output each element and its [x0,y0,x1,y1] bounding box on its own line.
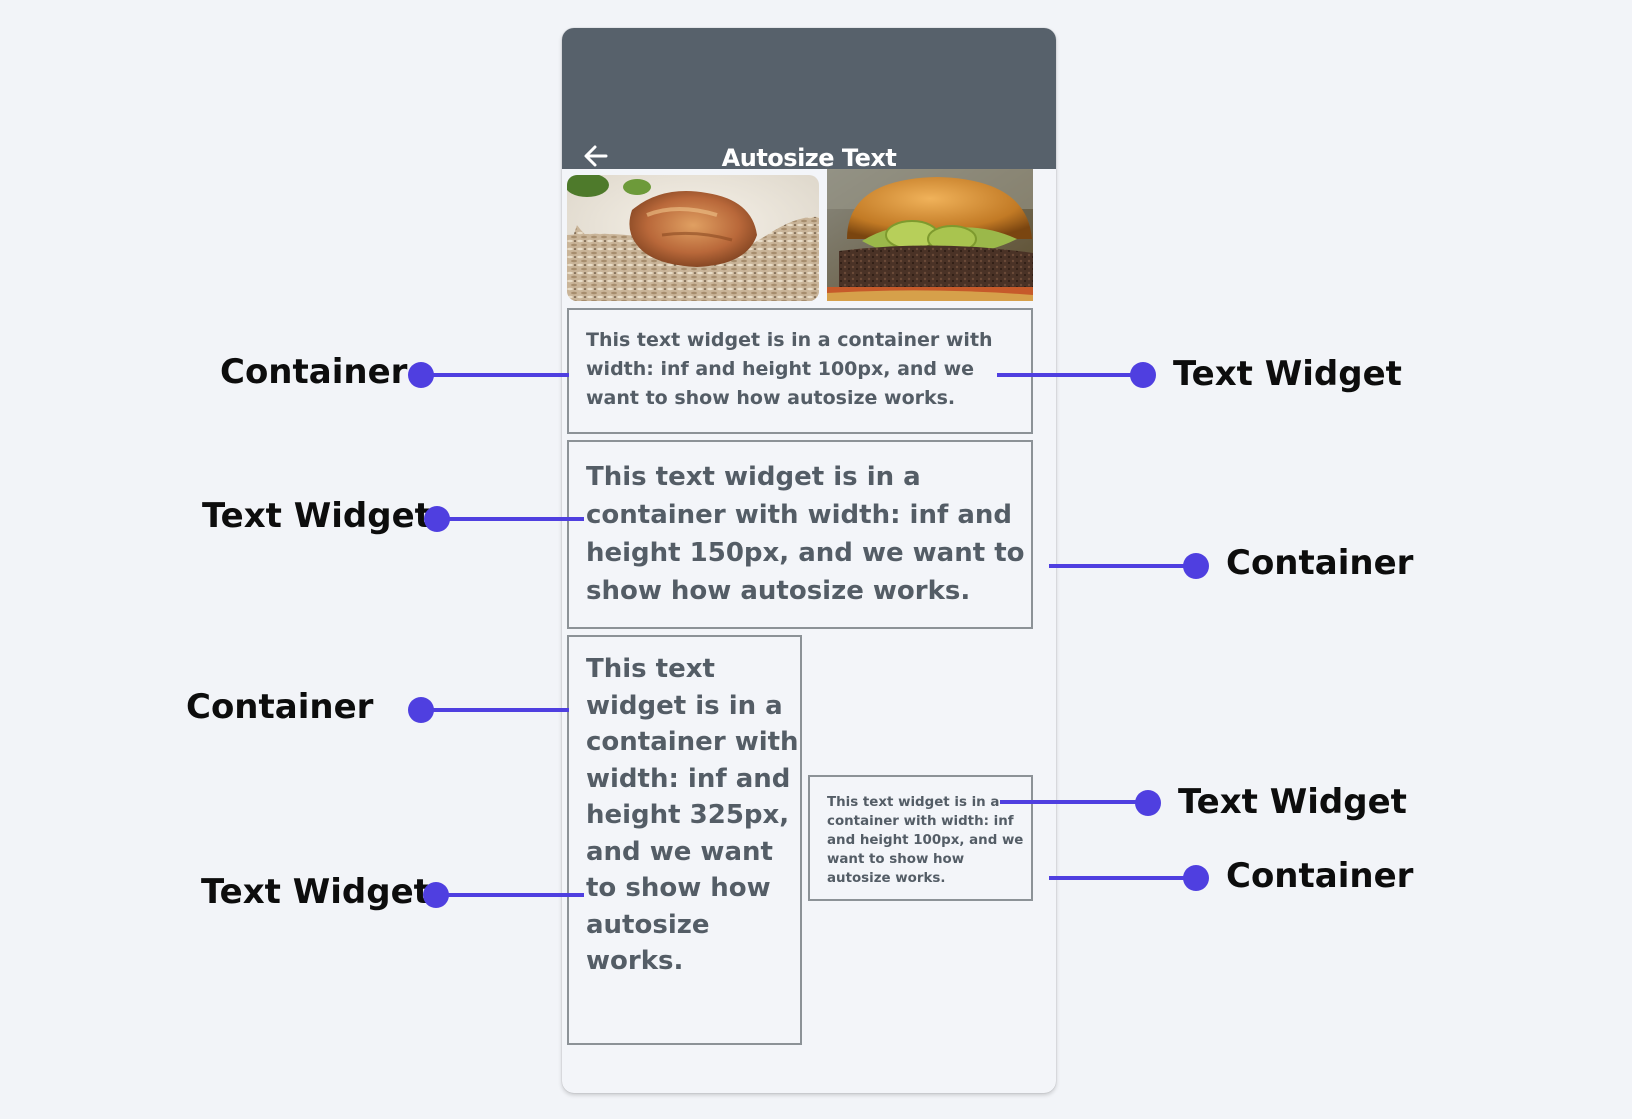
container-100px-small: This text widget is in a container with … [808,775,1033,901]
callout-line [437,517,584,521]
text-widget-1: This text widget is in a container with … [586,329,993,409]
burger-image [827,169,1033,301]
callout-label-text-widget-3: Text Widget [1178,782,1407,822]
phone-frame: Autosize Text [562,28,1056,1093]
callout-label-text-widget-2: Text Widget [202,496,431,536]
callout-line [1049,564,1196,568]
app-bar: Autosize Text [562,28,1056,172]
page-title: Autosize Text [721,144,897,172]
callout-line [997,373,1143,377]
text-widget-3: This text widget is in a container with … [586,654,799,976]
callout-label-container-4: Container [1226,856,1414,896]
callout-line [1049,876,1196,880]
back-button[interactable] [580,142,612,174]
callout-line [421,373,569,377]
callout-label-text-widget-1: Text Widget [1173,354,1402,394]
callout-label-container-2: Container [1226,543,1414,583]
container-100px-wide: This text widget is in a container with … [567,308,1033,434]
callout-line [421,708,569,712]
chicken-rice-image [567,175,819,301]
callout-label-container-3: Container [186,687,374,727]
container-325px-narrow: This text widget is in a container with … [567,635,802,1045]
callout-line [436,893,584,897]
callout-label-container-1: Container [220,352,408,392]
text-widget-4: This text widget is in a container with … [827,795,1024,886]
callout-label-text-widget-4: Text Widget [201,872,430,912]
text-widget-2: This text widget is in a container with … [586,462,1025,606]
callout-line [1000,800,1148,804]
arrow-left-icon [582,142,610,174]
container-150px-wide: This text widget is in a container with … [567,440,1033,629]
